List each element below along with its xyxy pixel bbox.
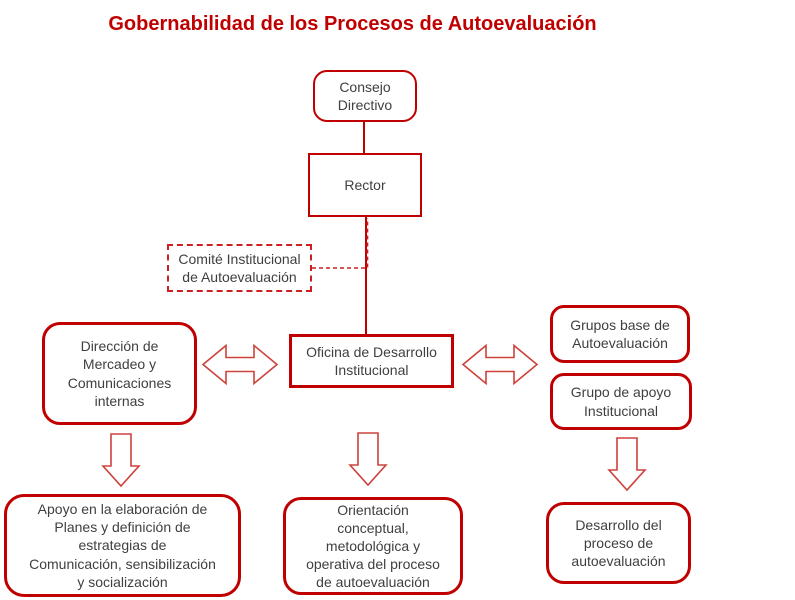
double-arrow-left-icon	[201, 343, 279, 386]
node-label: Oficina de Desarrollo Institucional	[306, 343, 437, 378]
node-label: Consejo Directivo	[337, 78, 393, 113]
node-label: Orientación conceptual, metodológica y o…	[306, 501, 440, 591]
down-arrow-left-icon	[101, 433, 141, 488]
node-label: Desarrollo del proceso de autoevaluación	[571, 516, 666, 570]
node-rector: Rector	[308, 153, 422, 217]
node-label: Apoyo en la elaboración de Planes y defi…	[29, 501, 216, 590]
node-grupos-base: Grupos base de Autoevaluación	[550, 305, 690, 363]
node-label: Grupos base de Autoevaluación	[570, 316, 670, 351]
down-arrow-right-icon	[607, 437, 647, 492]
down-arrow-center-icon	[348, 432, 388, 487]
double-arrow-right-icon	[461, 343, 539, 386]
node-orientacion-proceso: Orientación conceptual, metodológica y o…	[283, 497, 463, 595]
node-comite-institucional: Comité Institucional de Autoevaluación	[167, 244, 312, 292]
node-consejo-directivo: Consejo Directivo	[313, 70, 417, 122]
node-apoyo-elaboracion: Apoyo en la elaboración de Planes y defi…	[4, 494, 241, 597]
diagram-title: Gobernabilidad de los Procesos de Autoev…	[108, 13, 597, 35]
node-direccion-mercadeo: Dirección de Mercadeo y Comunicaciones i…	[42, 322, 197, 425]
node-oficina-desarrollo: Oficina de Desarrollo Institucional	[289, 334, 454, 388]
node-desarrollo-proceso: Desarrollo del proceso de autoevaluación	[546, 502, 691, 584]
node-grupo-apoyo: Grupo de apoyo Institucional	[550, 373, 692, 430]
connector-comite-dashed	[312, 218, 369, 269]
node-label: Comité Institucional de Autoevaluación	[178, 250, 301, 285]
node-label: Dirección de Mercadeo y Comunicaciones i…	[67, 338, 172, 409]
node-label: Rector	[344, 176, 386, 193]
node-label: Grupo de apoyo Institucional	[570, 384, 672, 419]
